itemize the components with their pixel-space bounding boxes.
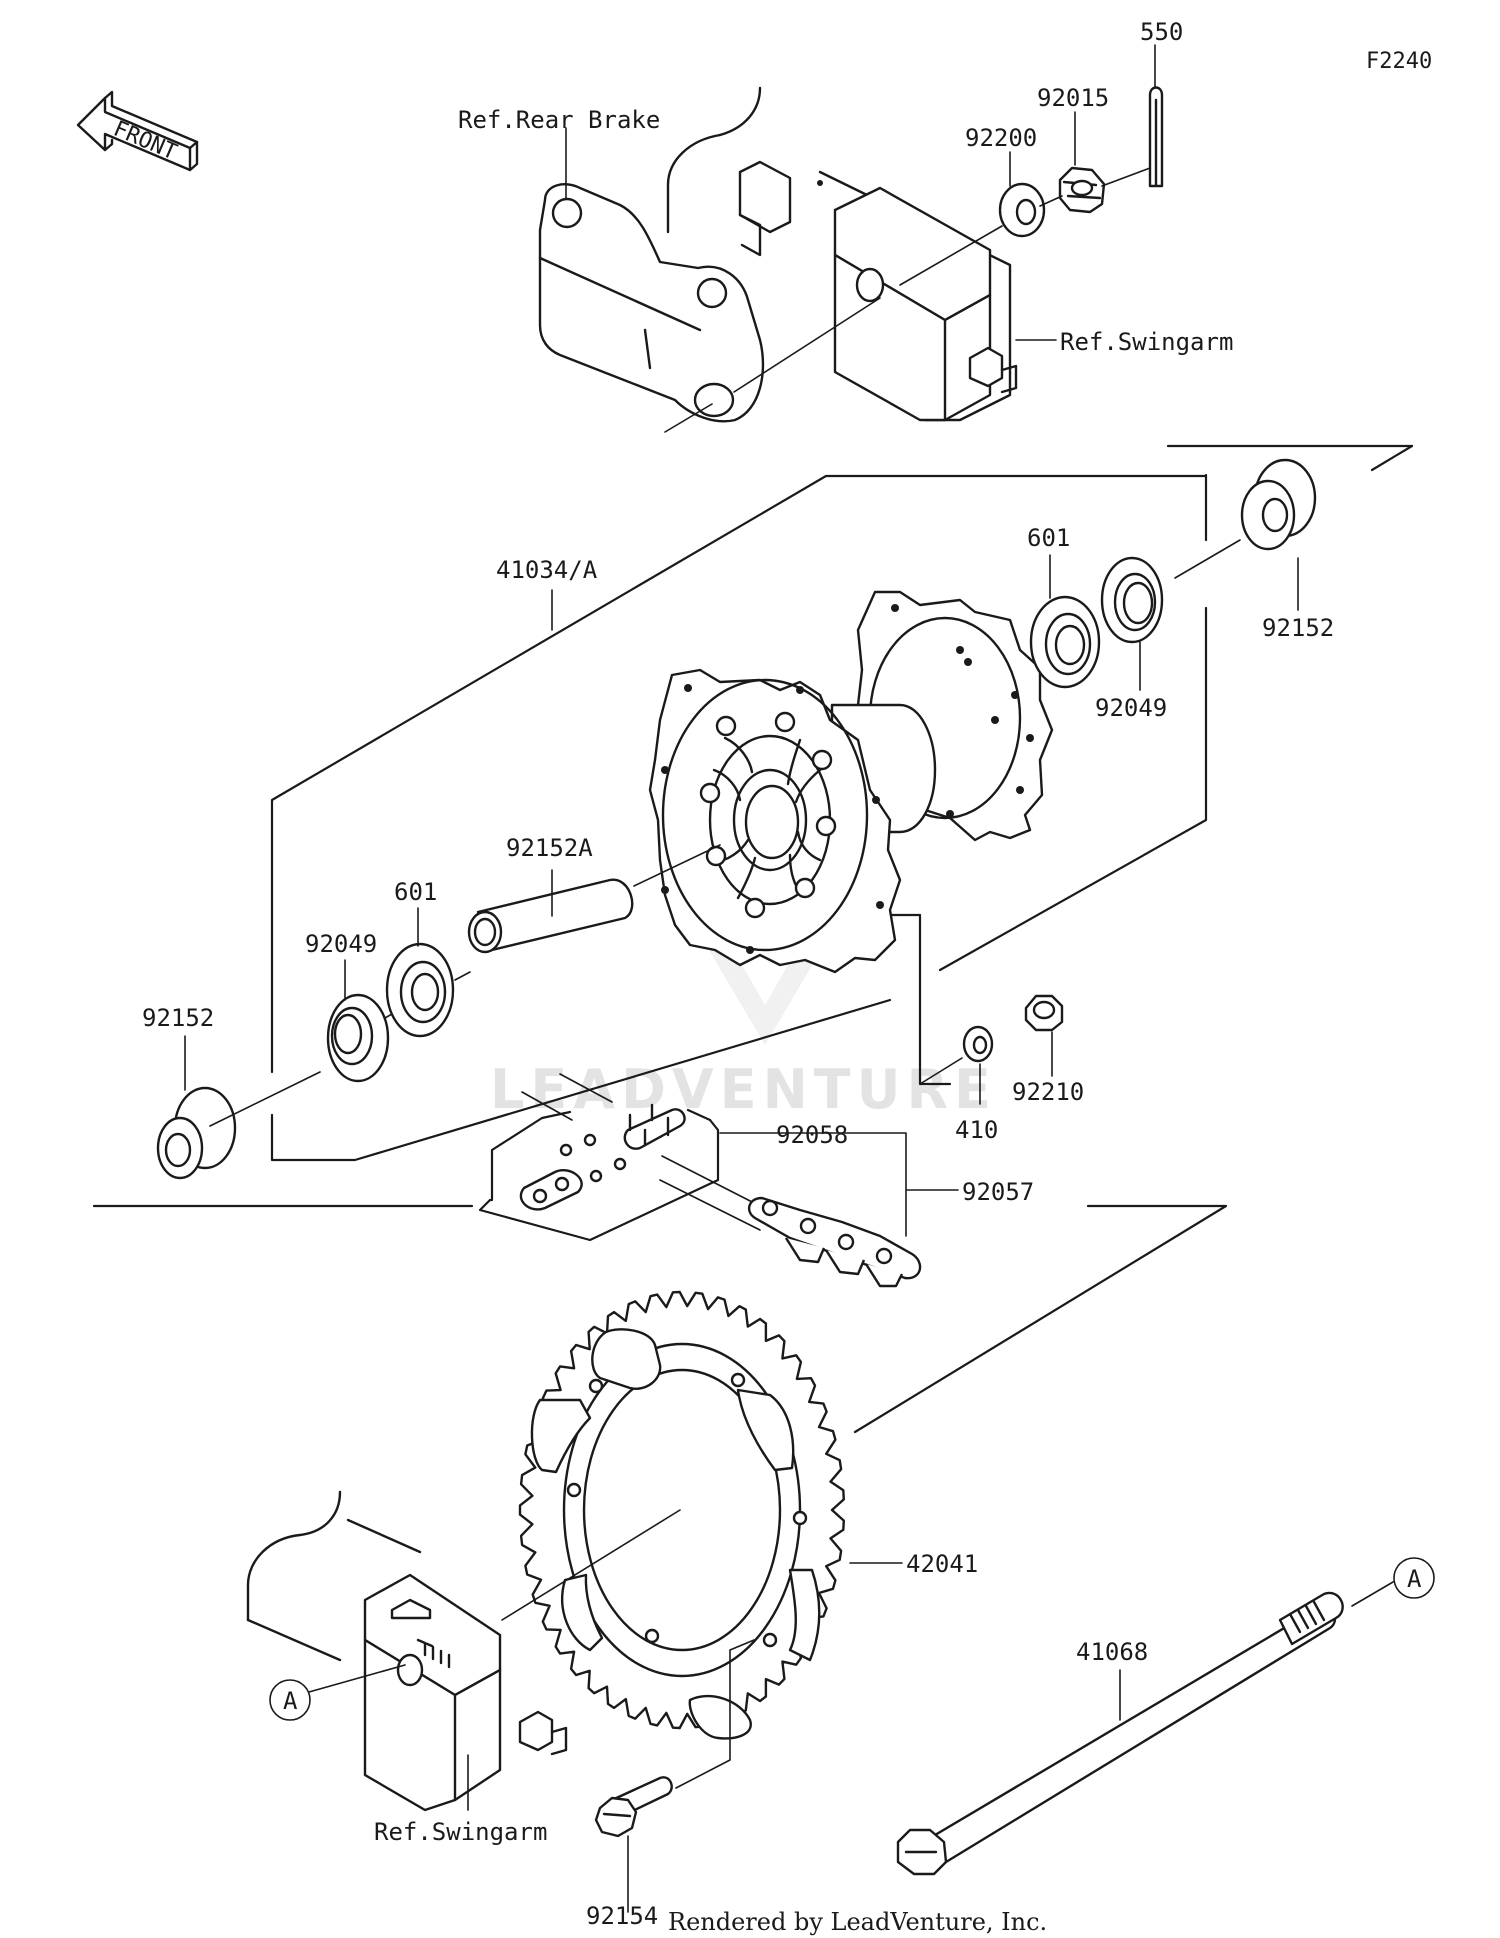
- leader-92058: [719, 1132, 959, 1237]
- oil-seal-92049-right: [1100, 556, 1164, 644]
- callout-42041: 42041: [906, 1550, 978, 1578]
- front-arrow-label: FRONT: [110, 117, 181, 166]
- leader-92154: [627, 1639, 755, 1913]
- master-link-kit-92058: [478, 1073, 720, 1242]
- callout-92049-right: 92049: [1095, 694, 1167, 722]
- axle-line-sprocket: [501, 1509, 681, 1621]
- castle-nut-92015: [1058, 166, 1106, 214]
- label-ref-rear-brake: Ref.Rear Brake: [458, 106, 660, 134]
- bracket-41034a: [270, 473, 1208, 1162]
- callout-92200: 92200: [965, 124, 1037, 152]
- stud-line-410: [919, 1057, 963, 1085]
- rear-wheel-hub: [648, 590, 1054, 974]
- axle-line-top: [664, 167, 1151, 433]
- bearing-601-left: [385, 942, 455, 1038]
- oil-seal-92049-left: [326, 993, 390, 1083]
- axle-line-right: [1174, 539, 1241, 579]
- callout-92058: 92058: [776, 1121, 848, 1149]
- credit-text: Rendered by LeadVenture, Inc.: [668, 1908, 1047, 1936]
- label-ref-swingarm-top: Ref.Swingarm: [1060, 328, 1233, 356]
- collar-92152-left: [156, 1086, 237, 1180]
- leader-marker-a-left: [308, 1664, 406, 1693]
- callout-92210: 92210: [1012, 1078, 1084, 1106]
- callout-41068: 41068: [1076, 1638, 1148, 1666]
- callout-92154: 92154: [586, 1902, 658, 1930]
- swingarm-top: [666, 86, 1018, 422]
- rear-sprocket-42041: [518, 1290, 845, 1740]
- callout-92057: 92057: [962, 1178, 1034, 1206]
- marker-a-right: [1393, 1557, 1435, 1599]
- swingarm-bottom: [246, 1490, 568, 1812]
- callout-410: 410: [955, 1116, 998, 1144]
- watermark-text: LEADVENTURE: [490, 1058, 997, 1121]
- callout-601-right: 601: [1027, 524, 1070, 552]
- callout-601-left: 601: [394, 878, 437, 906]
- callout-92152-left: 92152: [142, 1004, 214, 1032]
- washer-410: [962, 1025, 994, 1063]
- callout-92152-right: 92152: [1262, 614, 1334, 642]
- callout-92015: 92015: [1037, 84, 1109, 112]
- axle-line-mid: [633, 844, 721, 887]
- rear-brake-caliper-bracket: [538, 183, 765, 423]
- frame-line-upper: [92, 444, 1414, 1434]
- label-ref-swingarm-bottom: Ref.Swingarm: [374, 1818, 547, 1846]
- flange-nut-92210: [1024, 994, 1064, 1032]
- callout-92049-left: 92049: [305, 930, 377, 958]
- callout-92152a: 92152A: [506, 834, 593, 862]
- front-arrow-icon: FRONT: [76, 90, 199, 172]
- axle-line-left: [209, 971, 471, 1127]
- cotter-pin-550: [1148, 86, 1164, 188]
- washer-92200: [998, 182, 1046, 238]
- callout-550: 550: [1140, 18, 1183, 46]
- marker-a-left: [269, 1679, 311, 1721]
- rear-axle-41068: [896, 1591, 1344, 1876]
- leader-41068: [1119, 1581, 1394, 1721]
- sprocket-bolt-92154: [594, 1776, 673, 1838]
- drive-chain-92057: [659, 1155, 922, 1288]
- bearing-601-right: [1029, 595, 1101, 689]
- figure-code: F2240: [1366, 49, 1432, 74]
- collar-92152-right: [1240, 458, 1317, 551]
- marker-a-right-label: A: [1407, 1565, 1422, 1593]
- frame-line-upper-right: [1370, 444, 1414, 472]
- spacer-92152a: [467, 878, 634, 954]
- callout-41034a: 41034/A: [496, 556, 598, 584]
- marker-a-left-label: A: [283, 1687, 298, 1715]
